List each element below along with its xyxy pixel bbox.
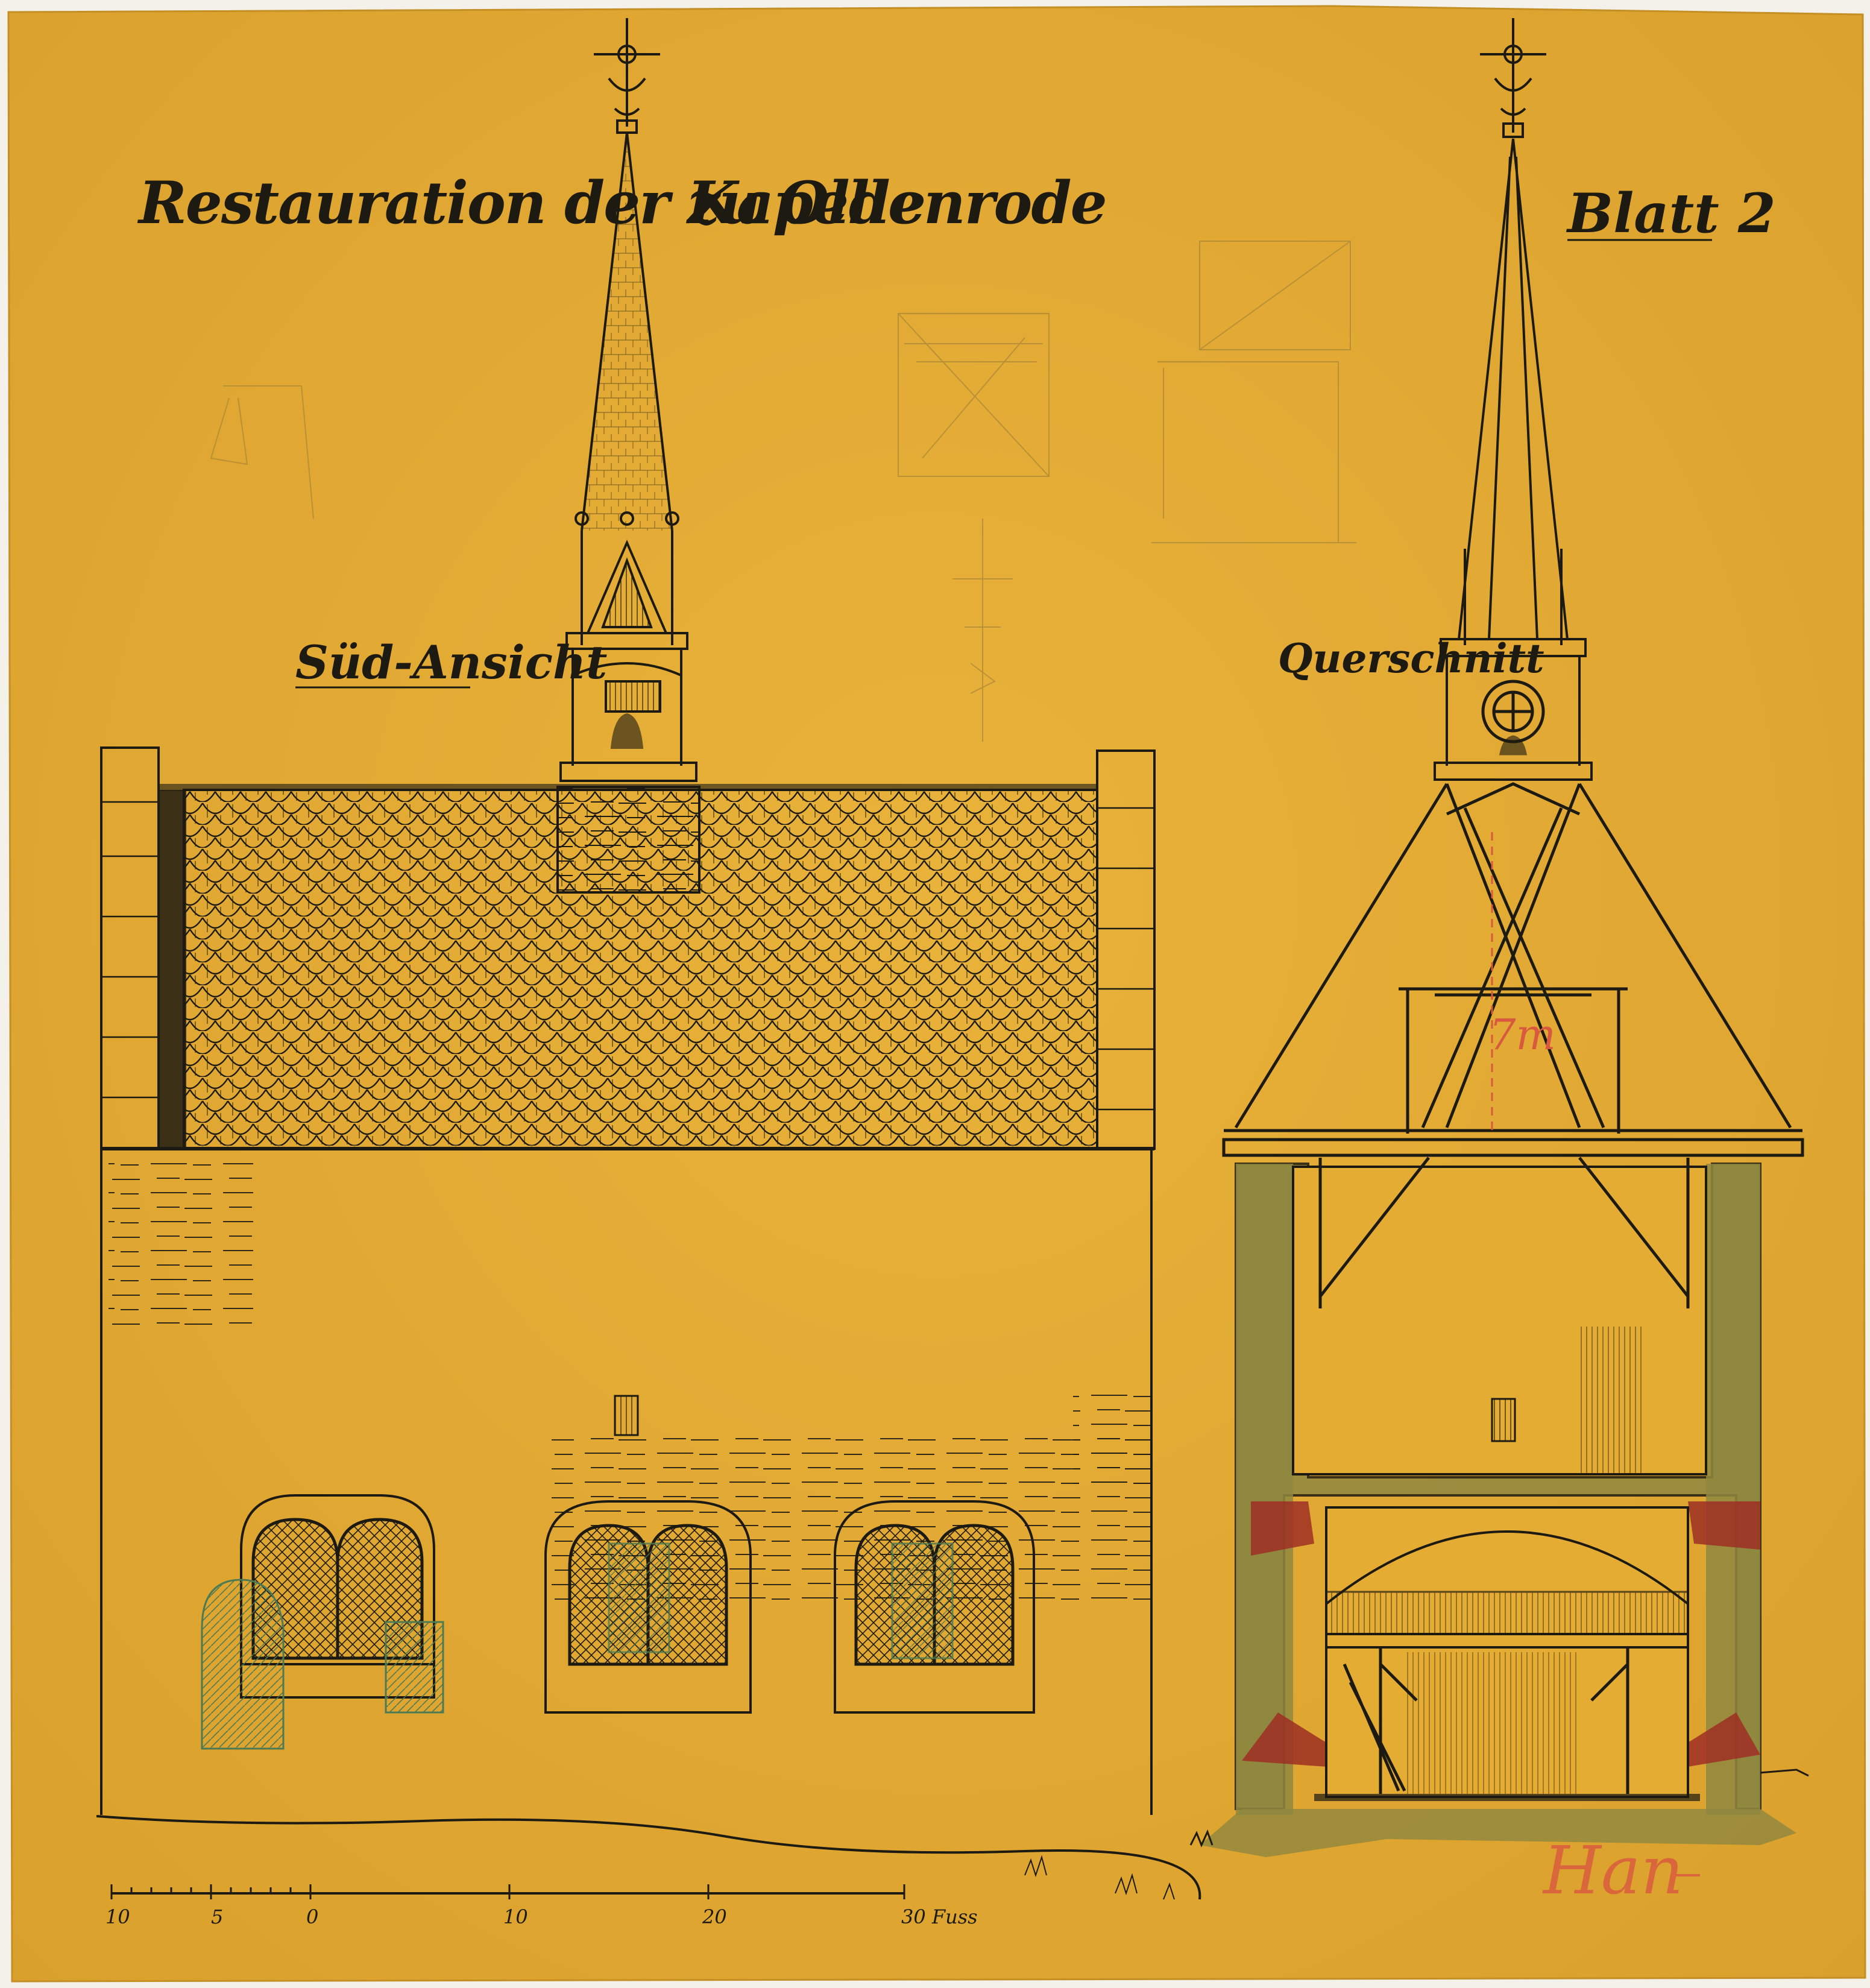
title-part1: Restauration der Kapelle xyxy=(137,169,925,237)
roof-ridge xyxy=(160,784,1097,791)
cross-section-label: Querschnitt xyxy=(1278,635,1544,682)
red-beam-left-bottom xyxy=(1242,1712,1326,1767)
window-left xyxy=(201,1494,444,1750)
window-right xyxy=(834,1500,1035,1714)
belfry-gable xyxy=(565,511,688,766)
slate-roof xyxy=(183,789,1098,1150)
signature: Han xyxy=(1542,1832,1683,1909)
gallery-rail xyxy=(1325,1633,1689,1649)
south-elevation xyxy=(96,18,1201,1900)
scale-bar-minor-ticks xyxy=(110,1884,905,1899)
right-wall-wash xyxy=(1706,1164,1760,1815)
wall-bricks-right xyxy=(1073,1387,1151,1495)
ground-line-left xyxy=(96,1815,1201,1900)
nave-posts xyxy=(1343,1646,1629,1794)
interior-boarding xyxy=(1405,1652,1579,1794)
gallery-arcade xyxy=(1325,1591,1689,1635)
spire-ornament-right xyxy=(1480,18,1546,138)
left-wall-wash xyxy=(1236,1164,1293,1815)
slit-window xyxy=(614,1395,639,1436)
roof-dark-edge xyxy=(160,790,186,1149)
red-beam-right-bottom xyxy=(1688,1712,1760,1767)
south-view-label: Süd-Ansicht xyxy=(295,636,607,689)
sheet-number: Blatt 2 xyxy=(1566,181,1776,245)
belfry-base xyxy=(559,762,697,782)
scale-tick-label: 10 xyxy=(503,1905,528,1928)
bell-left xyxy=(605,680,661,749)
scale-tick-label: 20 xyxy=(702,1905,727,1928)
roof-truss xyxy=(1222,782,1804,1157)
spire-left-tiles xyxy=(582,133,672,531)
scale-tick-label: 10 xyxy=(105,1905,130,1928)
belfry-frame xyxy=(1434,549,1593,781)
scale-bar: 10 5 0 10 20 30 Fuss xyxy=(105,1884,978,1928)
spire-ornament-left xyxy=(594,18,660,134)
upper-room-braces xyxy=(1318,1157,1690,1308)
red-beam-left-top xyxy=(1251,1501,1314,1556)
scale-tick-label: 5 xyxy=(211,1905,223,1928)
bell-wheel xyxy=(1481,680,1545,756)
height-annotation: 7m xyxy=(1489,1010,1556,1059)
window-center xyxy=(544,1500,752,1714)
pencil-sketches xyxy=(210,241,1356,742)
title-part2: zu Oldenrode xyxy=(686,169,1106,237)
small-window xyxy=(1491,1398,1516,1442)
scale-tick-label: 0 xyxy=(306,1905,318,1928)
section-ground-line xyxy=(1189,1769,1809,1848)
ground-grass xyxy=(1024,1855,1175,1900)
nave-floor xyxy=(1314,1794,1700,1801)
pier-courses xyxy=(101,801,1154,1111)
wall-bricks-upper xyxy=(109,1158,253,1327)
spire-right-frame xyxy=(1458,138,1569,640)
nave-vault xyxy=(1325,1530,1689,1605)
upper-room-shading xyxy=(1579,1327,1646,1474)
cross-section: 7m xyxy=(1189,18,1809,1857)
section-ground xyxy=(1200,1809,1796,1857)
red-beam-right-top xyxy=(1688,1501,1760,1550)
scale-tick-label: 30 Fuss xyxy=(901,1905,978,1928)
